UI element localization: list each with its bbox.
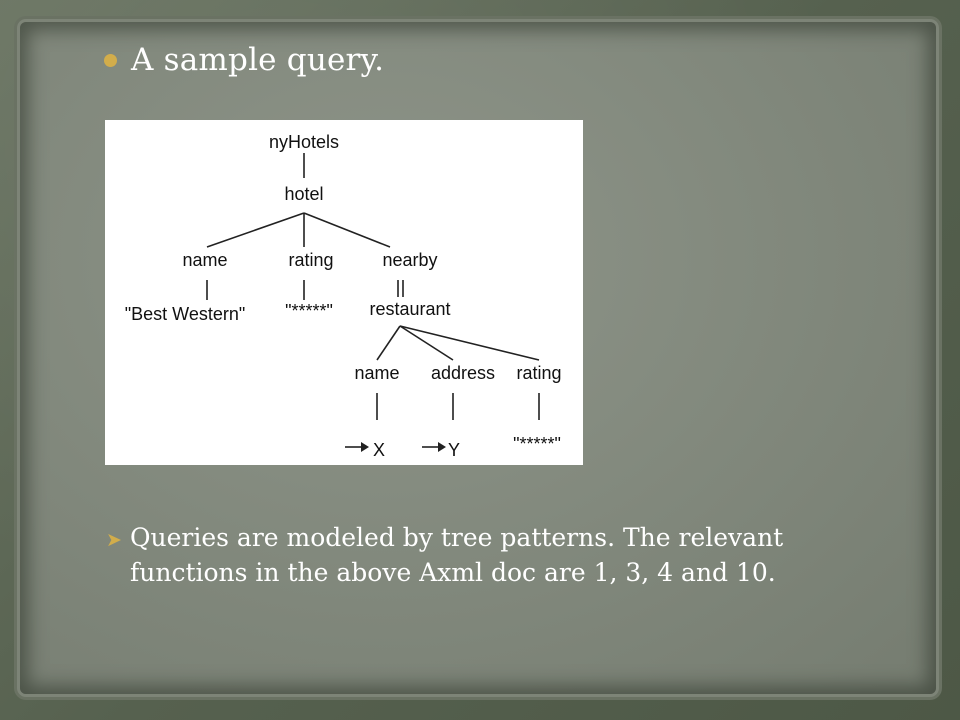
node-x: X (373, 440, 385, 460)
node-restaurant-rating: rating (516, 363, 561, 383)
node-nearby: nearby (382, 250, 437, 270)
title-bullet-row: A sample query. (104, 40, 384, 80)
arrow-y-head-icon (438, 442, 446, 452)
node-address: address (431, 363, 495, 383)
node-nyhotels: nyHotels (269, 132, 339, 152)
bullet-dot-icon (104, 53, 117, 67)
arrow-bullet-icon: ➤ (106, 529, 122, 551)
edge-hotel-nearby (303, 212, 391, 248)
node-rating: rating (288, 250, 333, 270)
edge-restaurant-name (376, 325, 401, 361)
node-rating-stars: "*****" (285, 301, 333, 321)
tree-pattern-diagram: nyHotels hotel name rating nearby "Best … (105, 120, 583, 465)
node-restaurant-name: name (354, 363, 399, 383)
tree-svg: nyHotels hotel name rating nearby "Best … (125, 132, 562, 460)
node-hotel: hotel (284, 184, 323, 204)
note-text: Queries are modeled by tree patterns. Th… (130, 523, 784, 587)
arrow-x-head-icon (361, 442, 369, 452)
node-name: name (182, 250, 227, 270)
node-y: Y (448, 440, 460, 460)
node-restaurant: restaurant (369, 299, 450, 319)
edge-restaurant-address (399, 325, 454, 361)
slide-title: A sample query. (131, 42, 385, 78)
slide-note: ➤ Queries are modeled by tree patterns. … (106, 520, 866, 590)
edge-restaurant-rating (399, 325, 540, 361)
edge-hotel-name (206, 212, 305, 248)
node-best-western: "Best Western" (125, 304, 246, 324)
node-restaurant-stars: "*****" (513, 434, 561, 454)
